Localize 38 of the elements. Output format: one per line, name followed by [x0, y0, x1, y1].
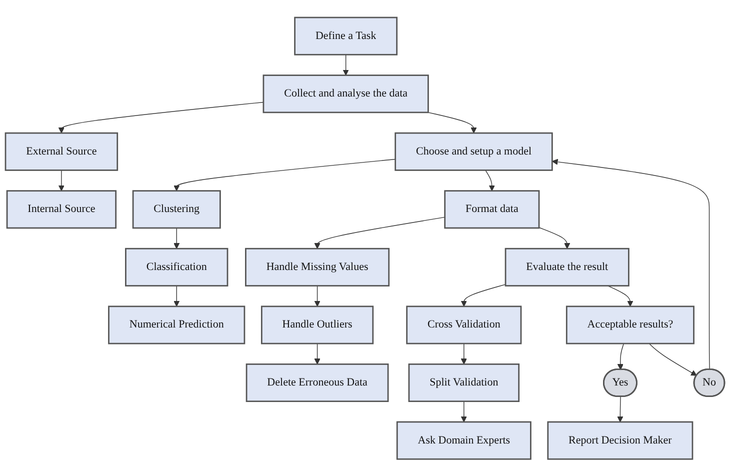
arrow: [174, 158, 396, 191]
arrow: [552, 158, 710, 370]
node-box: Acceptable results?: [566, 305, 694, 344]
arrow: [607, 285, 634, 306]
node-box: Ask Domain Experts: [396, 420, 532, 460]
arrow: [617, 396, 624, 422]
node-box: Report Decision Maker: [547, 420, 694, 460]
node-box: Choose and setup a model: [394, 132, 553, 171]
node-box: Cross Validation: [406, 305, 522, 344]
node-box: Handle Missing Values: [245, 248, 390, 286]
arrow: [617, 342, 624, 370]
node-box: Handle Outliers: [260, 305, 374, 344]
arrow: [460, 342, 467, 364]
node-box: Collect and analyse the data: [262, 74, 429, 113]
arrow: [460, 400, 467, 422]
arrow: [428, 112, 477, 134]
node-box: Numerical Prediction: [108, 305, 246, 344]
node-box: Evaluate the result: [504, 248, 630, 286]
node-box: Delete Erroneous Data: [246, 363, 389, 402]
arrow: [538, 226, 570, 249]
node-box: Internal Source: [6, 190, 117, 228]
node-box: Format data: [444, 190, 540, 228]
arrow: [485, 170, 495, 191]
arrow: [314, 216, 446, 249]
arrow: [174, 285, 180, 306]
arrow: [342, 54, 349, 76]
arrow: [314, 342, 320, 364]
arrow: [314, 285, 320, 306]
node-box: External Source: [4, 132, 118, 171]
arrow: [58, 170, 64, 191]
node-box: Classification: [125, 248, 228, 286]
node-box: Clustering: [132, 190, 221, 228]
arrow: [648, 342, 697, 376]
node-box: Split Validation: [408, 363, 520, 402]
arrow: [460, 284, 506, 306]
node-box: Define a Task: [294, 16, 398, 56]
arrow: [174, 227, 180, 249]
arrow: [58, 102, 264, 134]
